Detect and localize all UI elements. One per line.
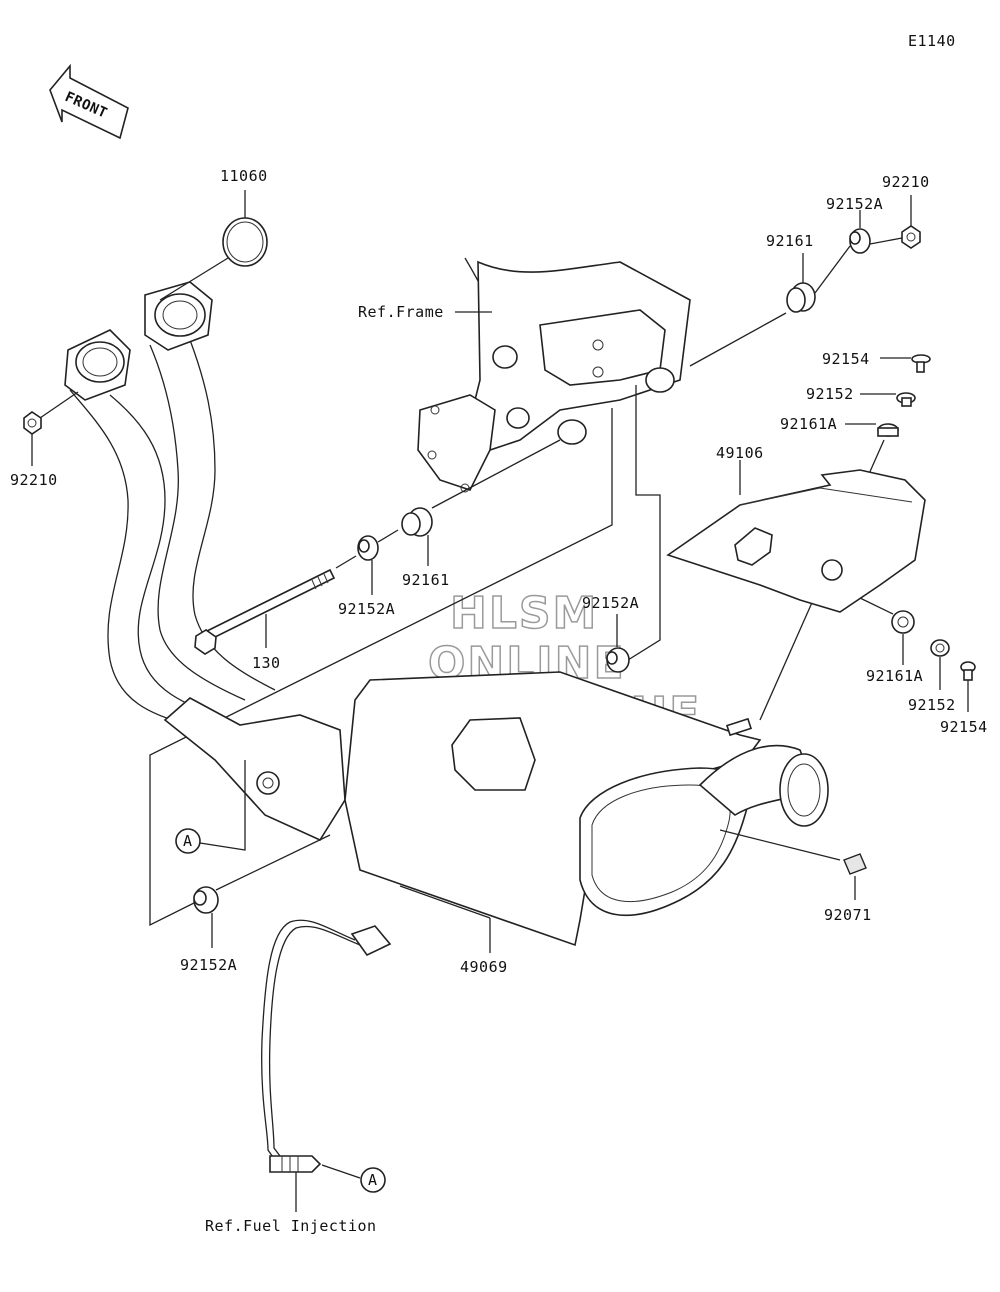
callout-a-lower: A bbox=[360, 1167, 386, 1193]
collar-92152A-mid bbox=[357, 535, 379, 561]
grommet-92161-mid bbox=[401, 507, 433, 537]
part-label-92210-left: 92210 bbox=[10, 471, 58, 489]
collar-92152-bottom bbox=[930, 639, 950, 657]
callout-a-lower-label: A bbox=[368, 1171, 378, 1189]
grommet-92161A-top bbox=[877, 423, 899, 437]
bolt-130 bbox=[194, 568, 336, 655]
gasket-11060 bbox=[222, 217, 268, 267]
grommet-92161A-bottom bbox=[891, 610, 915, 634]
collar-92152A-right bbox=[606, 647, 630, 673]
part-label-49106: 49106 bbox=[716, 444, 764, 462]
front-arrow-icon: FRONT bbox=[49, 63, 129, 140]
part-label-92152A-right: 92152A bbox=[582, 594, 639, 612]
screw-92154-top bbox=[911, 354, 931, 373]
part-label-92154-top: 92154 bbox=[822, 350, 870, 368]
part-label-92152-top: 92152 bbox=[806, 385, 854, 403]
heat-shield-49106 bbox=[666, 469, 926, 613]
part-label-49069: 49069 bbox=[460, 958, 508, 976]
callout-a-upper-label: A bbox=[183, 832, 193, 850]
ref-fuel-injection-label: Ref.Fuel Injection bbox=[205, 1217, 377, 1235]
collar-92152A-top bbox=[849, 228, 871, 254]
part-label-92152A-mid: 92152A bbox=[338, 600, 395, 618]
part-label-92210-right: 92210 bbox=[882, 173, 930, 191]
damper-92071 bbox=[843, 853, 867, 875]
collar-92152A-bottom bbox=[193, 886, 219, 914]
watermark-line-1: HLSM bbox=[450, 588, 598, 639]
part-label-92152-bottom: 92152 bbox=[908, 696, 956, 714]
nut-92210-left bbox=[23, 411, 42, 435]
nut-92210-right bbox=[901, 225, 921, 249]
part-label-92161A-bottom: 92161A bbox=[866, 667, 923, 685]
collar-92152-top bbox=[896, 392, 916, 407]
muffler-49069 bbox=[163, 671, 829, 947]
frame-bracket bbox=[417, 257, 691, 493]
part-label-92071: 92071 bbox=[824, 906, 872, 924]
grommet-92161-top bbox=[786, 282, 816, 313]
diagram-code: E1140 bbox=[908, 32, 956, 50]
exhaust-header-pipes bbox=[64, 281, 276, 726]
part-label-92154-bottom: 92154 bbox=[940, 718, 988, 736]
screw-92154-bottom bbox=[960, 661, 976, 681]
part-label-92161-top: 92161 bbox=[766, 232, 814, 250]
callout-a-upper: A bbox=[175, 828, 201, 854]
part-label-92161A-top: 92161A bbox=[780, 415, 837, 433]
part-label-92152A-bottom: 92152A bbox=[180, 956, 237, 974]
part-label-92161-mid: 92161 bbox=[402, 571, 450, 589]
oxygen-sensor bbox=[261, 919, 392, 1173]
ref-frame-label: Ref.Frame bbox=[358, 303, 444, 321]
part-label-92152A-top: 92152A bbox=[826, 195, 883, 213]
part-label-11060: 11060 bbox=[220, 167, 268, 185]
part-label-130: 130 bbox=[252, 654, 281, 672]
